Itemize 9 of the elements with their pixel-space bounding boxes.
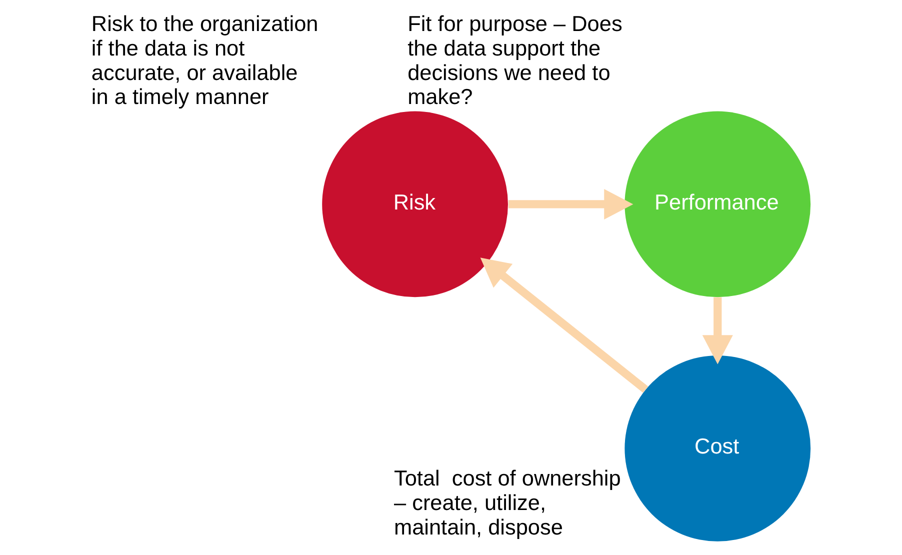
node-label: Total cost of ownership – create, utilize, maintain, dispose <box>394 466 621 540</box>
node-circle: Performance <box>624 111 811 298</box>
arrow <box>508 188 634 220</box>
node-circle: Risk <box>322 111 508 298</box>
node-circle: Cost <box>624 356 811 542</box>
node-label: Fit for purpose – Does the data support the decisions we need to make? <box>408 10 622 110</box>
node-label: Risk to the organization if the data is not accurate, or available in a timely manner <box>91 10 318 110</box>
arrow <box>480 258 648 393</box>
arrow <box>702 297 733 364</box>
